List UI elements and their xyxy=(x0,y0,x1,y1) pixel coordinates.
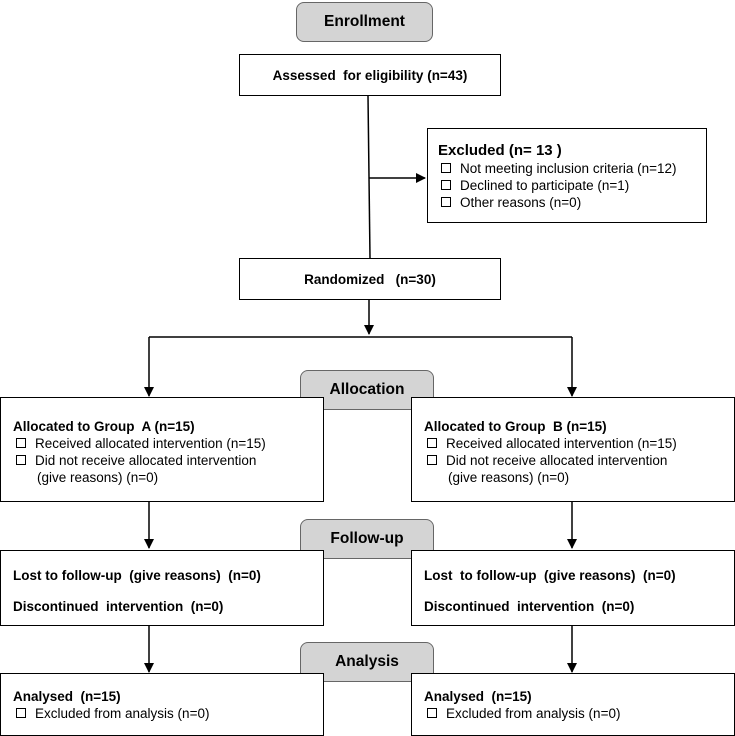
excluded-item: Not meeting inclusion criteria (n=12) xyxy=(438,160,706,177)
group-a-not-received-reason: (give reasons) (n=0) xyxy=(37,470,159,485)
group-b-excluded-analysis: Excluded from analysis (n=0) xyxy=(424,705,734,722)
excluded-box: Excluded (n= 13 ) Not meeting inclusion … xyxy=(427,128,707,223)
group-a-not-received: Did not receive allocated intervention xyxy=(13,452,323,469)
checkbox-icon xyxy=(427,438,437,448)
group-a-analysis-box: Analysed (n=15) Excluded from analysis (… xyxy=(0,673,324,736)
group-b-not-received: Did not receive allocated intervention xyxy=(424,452,734,469)
randomized-text: Randomized (n=30) xyxy=(304,271,436,287)
group-a-received: Received allocated intervention (n=15) xyxy=(13,435,323,452)
excluded-item: Declined to participate (n=1) xyxy=(438,177,706,194)
group-b-discontinued: Discontinued intervention (n=0) xyxy=(424,599,635,614)
group-b-not-received-reason: (give reasons) (n=0) xyxy=(448,470,570,485)
checkbox-icon xyxy=(16,708,26,718)
checkbox-icon xyxy=(16,455,26,465)
group-a-analysed: Analysed (n=15) xyxy=(13,689,121,704)
eligibility-text: Assessed for eligibility (n=43) xyxy=(272,67,468,83)
stage-enrollment: Enrollment xyxy=(296,2,433,42)
group-a-discontinued: Discontinued intervention (n=0) xyxy=(13,599,224,614)
group-a-lost: Lost to follow-up (give reasons) (n=0) xyxy=(13,568,261,583)
excluded-title: Excluded (n= 13 ) xyxy=(438,142,562,159)
checkbox-icon xyxy=(441,197,451,207)
eligibility-box: Assessed for eligibility (n=43) xyxy=(239,54,501,96)
randomized-box: Randomized (n=30) xyxy=(239,258,501,300)
group-b-analysed: Analysed (n=15) xyxy=(424,689,532,704)
excluded-item: Other reasons (n=0) xyxy=(438,194,706,211)
group-b-received: Received allocated intervention (n=15) xyxy=(424,435,734,452)
group-b-lost: Lost to follow-up (give reasons) (n=0) xyxy=(424,568,676,583)
connector-eligibility-randomized xyxy=(367,95,371,259)
group-a-followup-box: Lost to follow-up (give reasons) (n=0) D… xyxy=(0,550,324,626)
group-b-analysis-box: Analysed (n=15) Excluded from analysis (… xyxy=(411,673,735,736)
checkbox-icon xyxy=(441,180,451,190)
group-b-allocated: Allocated to Group B (n=15) xyxy=(424,419,607,434)
group-b-followup-box: Lost to follow-up (give reasons) (n=0) D… xyxy=(411,550,735,626)
checkbox-icon xyxy=(427,708,437,718)
checkbox-icon xyxy=(427,455,437,465)
group-a-allocated: Allocated to Group A (n=15) xyxy=(13,419,195,434)
group-a-allocation-box: Allocated to Group A (n=15) Received all… xyxy=(0,397,324,502)
group-b-allocation-box: Allocated to Group B (n=15) Received all… xyxy=(411,397,735,502)
group-a-excluded-analysis: Excluded from analysis (n=0) xyxy=(13,705,323,722)
checkbox-icon xyxy=(16,438,26,448)
checkbox-icon xyxy=(441,163,451,173)
